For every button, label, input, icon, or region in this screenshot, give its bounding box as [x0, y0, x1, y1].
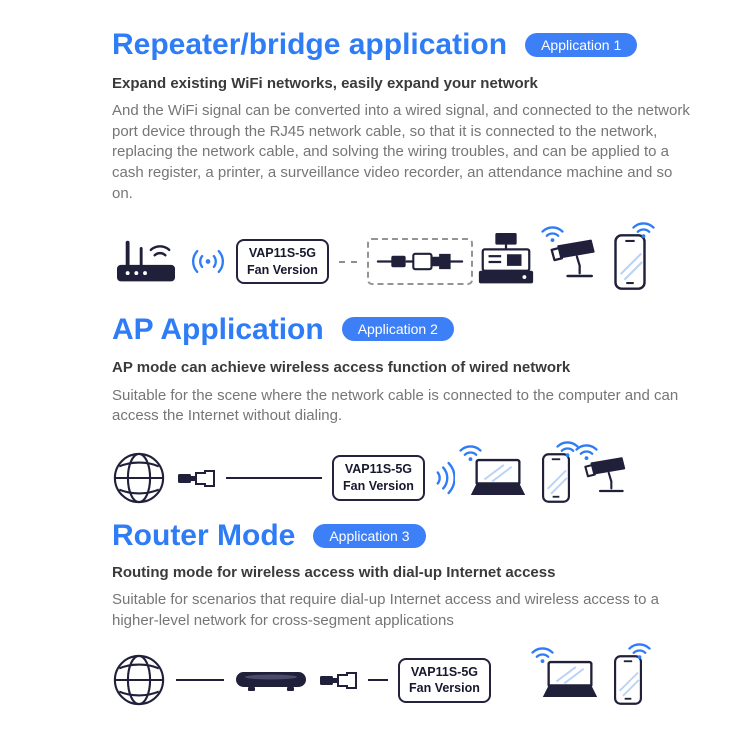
cctv-camera-icon	[547, 237, 603, 287]
cash-register-icon	[475, 231, 537, 293]
wifi-icon	[457, 441, 484, 462]
rj45-plug-icon	[176, 468, 216, 488]
section-repeater-bridge: Repeater/bridge application Application …	[112, 28, 714, 293]
globe-icon	[112, 451, 166, 505]
camera-with-wifi	[547, 237, 603, 287]
connector-line	[176, 679, 224, 682]
section-header: Repeater/bridge application Application …	[112, 28, 714, 62]
ap-topology-diagram: VAP11S-5G Fan Version	[112, 435, 714, 505]
wifi-icon	[529, 643, 556, 664]
laptop-with-wifi	[465, 456, 531, 501]
wifi-icon	[626, 639, 653, 660]
router-mode-topology-diagram: VAP11S-5G Fan Version	[112, 637, 714, 707]
modem-router-icon	[234, 666, 308, 694]
section-title: Router Mode	[112, 519, 296, 552]
ethernet-cable-icon	[376, 248, 464, 275]
ethernet-cable-box	[366, 238, 473, 286]
repeater-topology-diagram: VAP11S-5G Fan Version	[112, 215, 714, 293]
application-2-badge: Application 2	[341, 317, 454, 342]
section-ap-application: AP Application Application 2 AP mode can…	[112, 313, 714, 505]
section-body: Suitable for scenarios that require dial…	[112, 591, 659, 629]
wifi-router-icon	[112, 233, 180, 291]
smartphone-icon	[541, 452, 571, 504]
wifi-icon	[573, 440, 600, 461]
globe-icon	[112, 653, 166, 707]
application-1-badge: Application 1	[525, 32, 638, 57]
device-label-box: VAP11S-5G Fan Version	[398, 657, 491, 704]
device-version: Fan Version	[343, 479, 414, 493]
dashed-connector-line	[338, 260, 357, 263]
device-model: VAP11S-5G	[248, 245, 317, 260]
connector-line	[368, 679, 388, 682]
device-model: VAP11S-5G	[344, 462, 413, 477]
connector-line	[226, 477, 322, 479]
section-subtitle: Routing mode for wireless access with di…	[112, 563, 556, 581]
section-header: Router Mode Application 3	[112, 519, 714, 553]
camera-with-wifi	[581, 455, 633, 501]
wifi-icon	[539, 222, 566, 243]
device-version: Fan Version	[409, 681, 480, 696]
section-subtitle: Expand existing WiFi networks, easily ex…	[112, 74, 538, 92]
section-header: AP Application Application 2	[112, 313, 714, 347]
application-3-badge: Application 3	[313, 523, 426, 548]
section-body: Suitable for the scene where the network…	[112, 386, 679, 425]
section-body: And the WiFi signal can be converted int…	[112, 102, 690, 202]
wifi-icon	[630, 218, 657, 239]
wifi-arcs-icon	[435, 461, 455, 495]
device-label-box: VAP11S-5G Fan Version	[332, 455, 425, 501]
phone-with-wifi	[613, 654, 643, 706]
section-router-mode: Router Mode Application 3 Routing mode f…	[112, 519, 714, 707]
phone-with-wifi	[613, 233, 647, 291]
smartphone-icon	[613, 654, 643, 706]
cctv-camera-icon	[581, 455, 633, 501]
device-model: VAP11S-5G	[410, 664, 479, 679]
rj45-plug-icon	[318, 670, 358, 690]
laptop-with-wifi	[537, 658, 603, 703]
phone-with-wifi	[541, 452, 571, 504]
laptop-icon	[465, 456, 531, 501]
section-title: AP Application	[112, 312, 324, 346]
device-label-box: VAP11S-5G Fan Version	[236, 238, 329, 285]
section-subtitle: AP mode can achieve wireless access func…	[112, 359, 571, 377]
laptop-icon	[537, 658, 603, 703]
smartphone-icon	[613, 233, 647, 291]
wifi-signal-icon	[190, 245, 226, 278]
device-version: Fan Version	[247, 262, 318, 277]
section-title: Repeater/bridge application	[112, 28, 508, 61]
